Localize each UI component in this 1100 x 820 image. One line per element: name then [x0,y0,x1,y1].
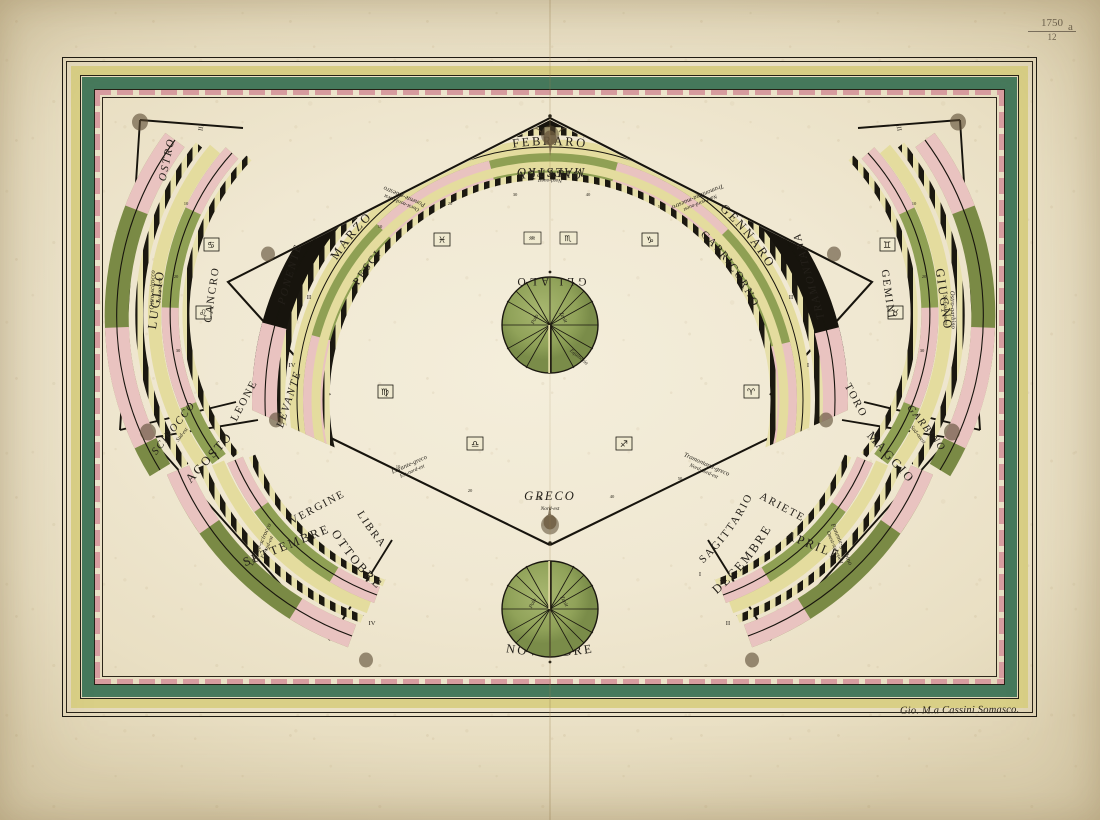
glyph-toro: ♉ [891,309,899,319]
tick-40-a: 40 [586,192,591,197]
wind-label-greco: GRECO [524,489,576,503]
label-gemini: GEMINI [879,269,898,321]
wind-head-scirocco [140,423,156,441]
pencil-denominator: 12 [1047,31,1057,42]
glyph-leone: ♌ [199,309,207,319]
label-aquario: AQUARIO [517,168,582,182]
glyph-pesci: ♓ [438,236,446,246]
tick-40-b: 40 [610,494,615,499]
wind-head-tramontana [827,246,841,262]
frame-pink-dashes [95,90,1004,684]
wind-head-bottom-left [359,652,373,668]
frame-inner-rule [102,97,997,677]
disc-bottom-label-zenit: Zenit [559,595,570,608]
tick-10-b: 10 [396,464,401,469]
svg-text:AQUARIO: AQUARIO [517,168,584,182]
top-compass-disc: GLI ALO Polo Zenit Equinozio [501,275,599,374]
roman-I-br: I [699,571,701,578]
frame-yellow-band [71,66,1028,708]
disc-bottom-label-polo: Polo [528,597,539,610]
frame-third-rule [80,75,1019,699]
frame-outer-rule [62,57,1037,717]
tick-30-d: 30 [920,348,925,353]
halfwind-ostro-garbino-sub: Sud-sud-ouest [941,295,948,326]
pencil-inventory-note: 1750 12 a [1028,17,1076,42]
tick-30-b: 30 [538,496,543,501]
frame-second-rule [66,61,1033,713]
halfwind-ostro-scirocco-sub: Sud-sud-est [157,277,164,303]
wind-head-giugno-corner [950,113,966,131]
axis-dots [548,114,552,664]
left-fan-bands [104,132,386,648]
wind-head-ostro [132,113,148,131]
label-vergine: VERGINE [288,488,347,527]
halfwind-ostro-garbino: Ostro-garbino [948,291,956,329]
bottom-compass-disc: Polo Zenit [501,560,599,658]
roman-IV-bl: IV [369,620,376,627]
wind-label-maestro: MAESTRO [515,165,586,179]
wind-head-maestro [533,125,567,156]
roman-III-left: III [198,124,206,132]
roman-II-br: II [726,620,730,627]
tick-10-a: 10 [378,224,383,229]
tick-20-a: 20 [448,201,453,206]
glyph-libra: ♎ [471,440,479,450]
tick-20-c: 20 [174,274,179,279]
wind-head-group [132,113,966,668]
glyph-capricorno: ♑ [646,236,654,246]
label-cancro: CANCRO [202,266,222,324]
top-arc-bands [265,120,835,400]
roman-III-right: III [894,124,902,132]
glyph-cancro: ♋ [207,241,215,251]
disc-label-zenit: Zenit [558,311,569,324]
wind-head-garbino [944,423,960,441]
tick-50-b: 50 [678,476,683,481]
disc-top-title: GLI ALO [513,275,586,287]
roman-numerals: III II II III IV I IV II I [198,124,903,627]
roman-II-left: II [307,294,311,301]
disc-label-polo: Polo [530,313,541,326]
engraver-signature: Gio. M.a Cassini Somasco. [899,704,1020,717]
wind-head-greco [541,504,559,535]
glyph-aquario: ♒ [528,234,535,243]
tick-10-d: 10 [912,201,917,206]
tick-20-b: 20 [468,488,473,493]
halfwind-ostro-scirocco: Ostro-scirocco [148,270,156,309]
label-libra: LIBRA [354,509,387,550]
label-ariete: ARIETE [758,490,808,524]
wind-sub-greco: Nord-est [540,506,560,512]
roman-II-right: II [789,294,793,301]
roman-IV-left: IV [289,362,296,369]
wind-head-bottom-right [745,652,759,668]
right-fan-bands [714,132,996,648]
wind-head-tramontana2 [819,412,833,428]
pencil-numerator: 1750 [1028,17,1076,32]
glyph-gemini: ♊ [883,241,891,251]
glyph-sagittario: ♐ [620,440,628,450]
tick-30-a: 30 [513,192,518,197]
svg-text:LIBRA: LIBRA [354,509,389,550]
zodiac-glyph-boxes: ♓ ♑ ♎ ♐ ♋ ♌ ♊ ♉ ♍ ♈ ♒ ♏ [195,231,904,451]
tick-20-d: 20 [922,274,927,279]
wind-head-levante [269,412,283,428]
tick-10-c: 10 [184,201,189,206]
degree-tick-labels: 10 20 30 40 50 10 20 30 40 50 10 20 30 1… [174,192,927,501]
glyph-ariete: ♈ [747,388,756,398]
glyph-scorpione: ♏ [564,234,572,243]
pencil-letter: a [1068,21,1073,33]
tick-30-c: 30 [176,348,181,353]
frame-fourth-rule [94,89,1005,685]
wind-sub-maestro: Nord-ouest [537,177,563,183]
decorative-frame [62,57,1037,717]
glyph-vergine: ♍ [381,388,389,398]
wind-head-ponente [261,246,275,262]
roman-I-right: I [807,362,809,369]
frame-green-band [82,77,1017,697]
tick-50-a: 50 [658,204,663,209]
